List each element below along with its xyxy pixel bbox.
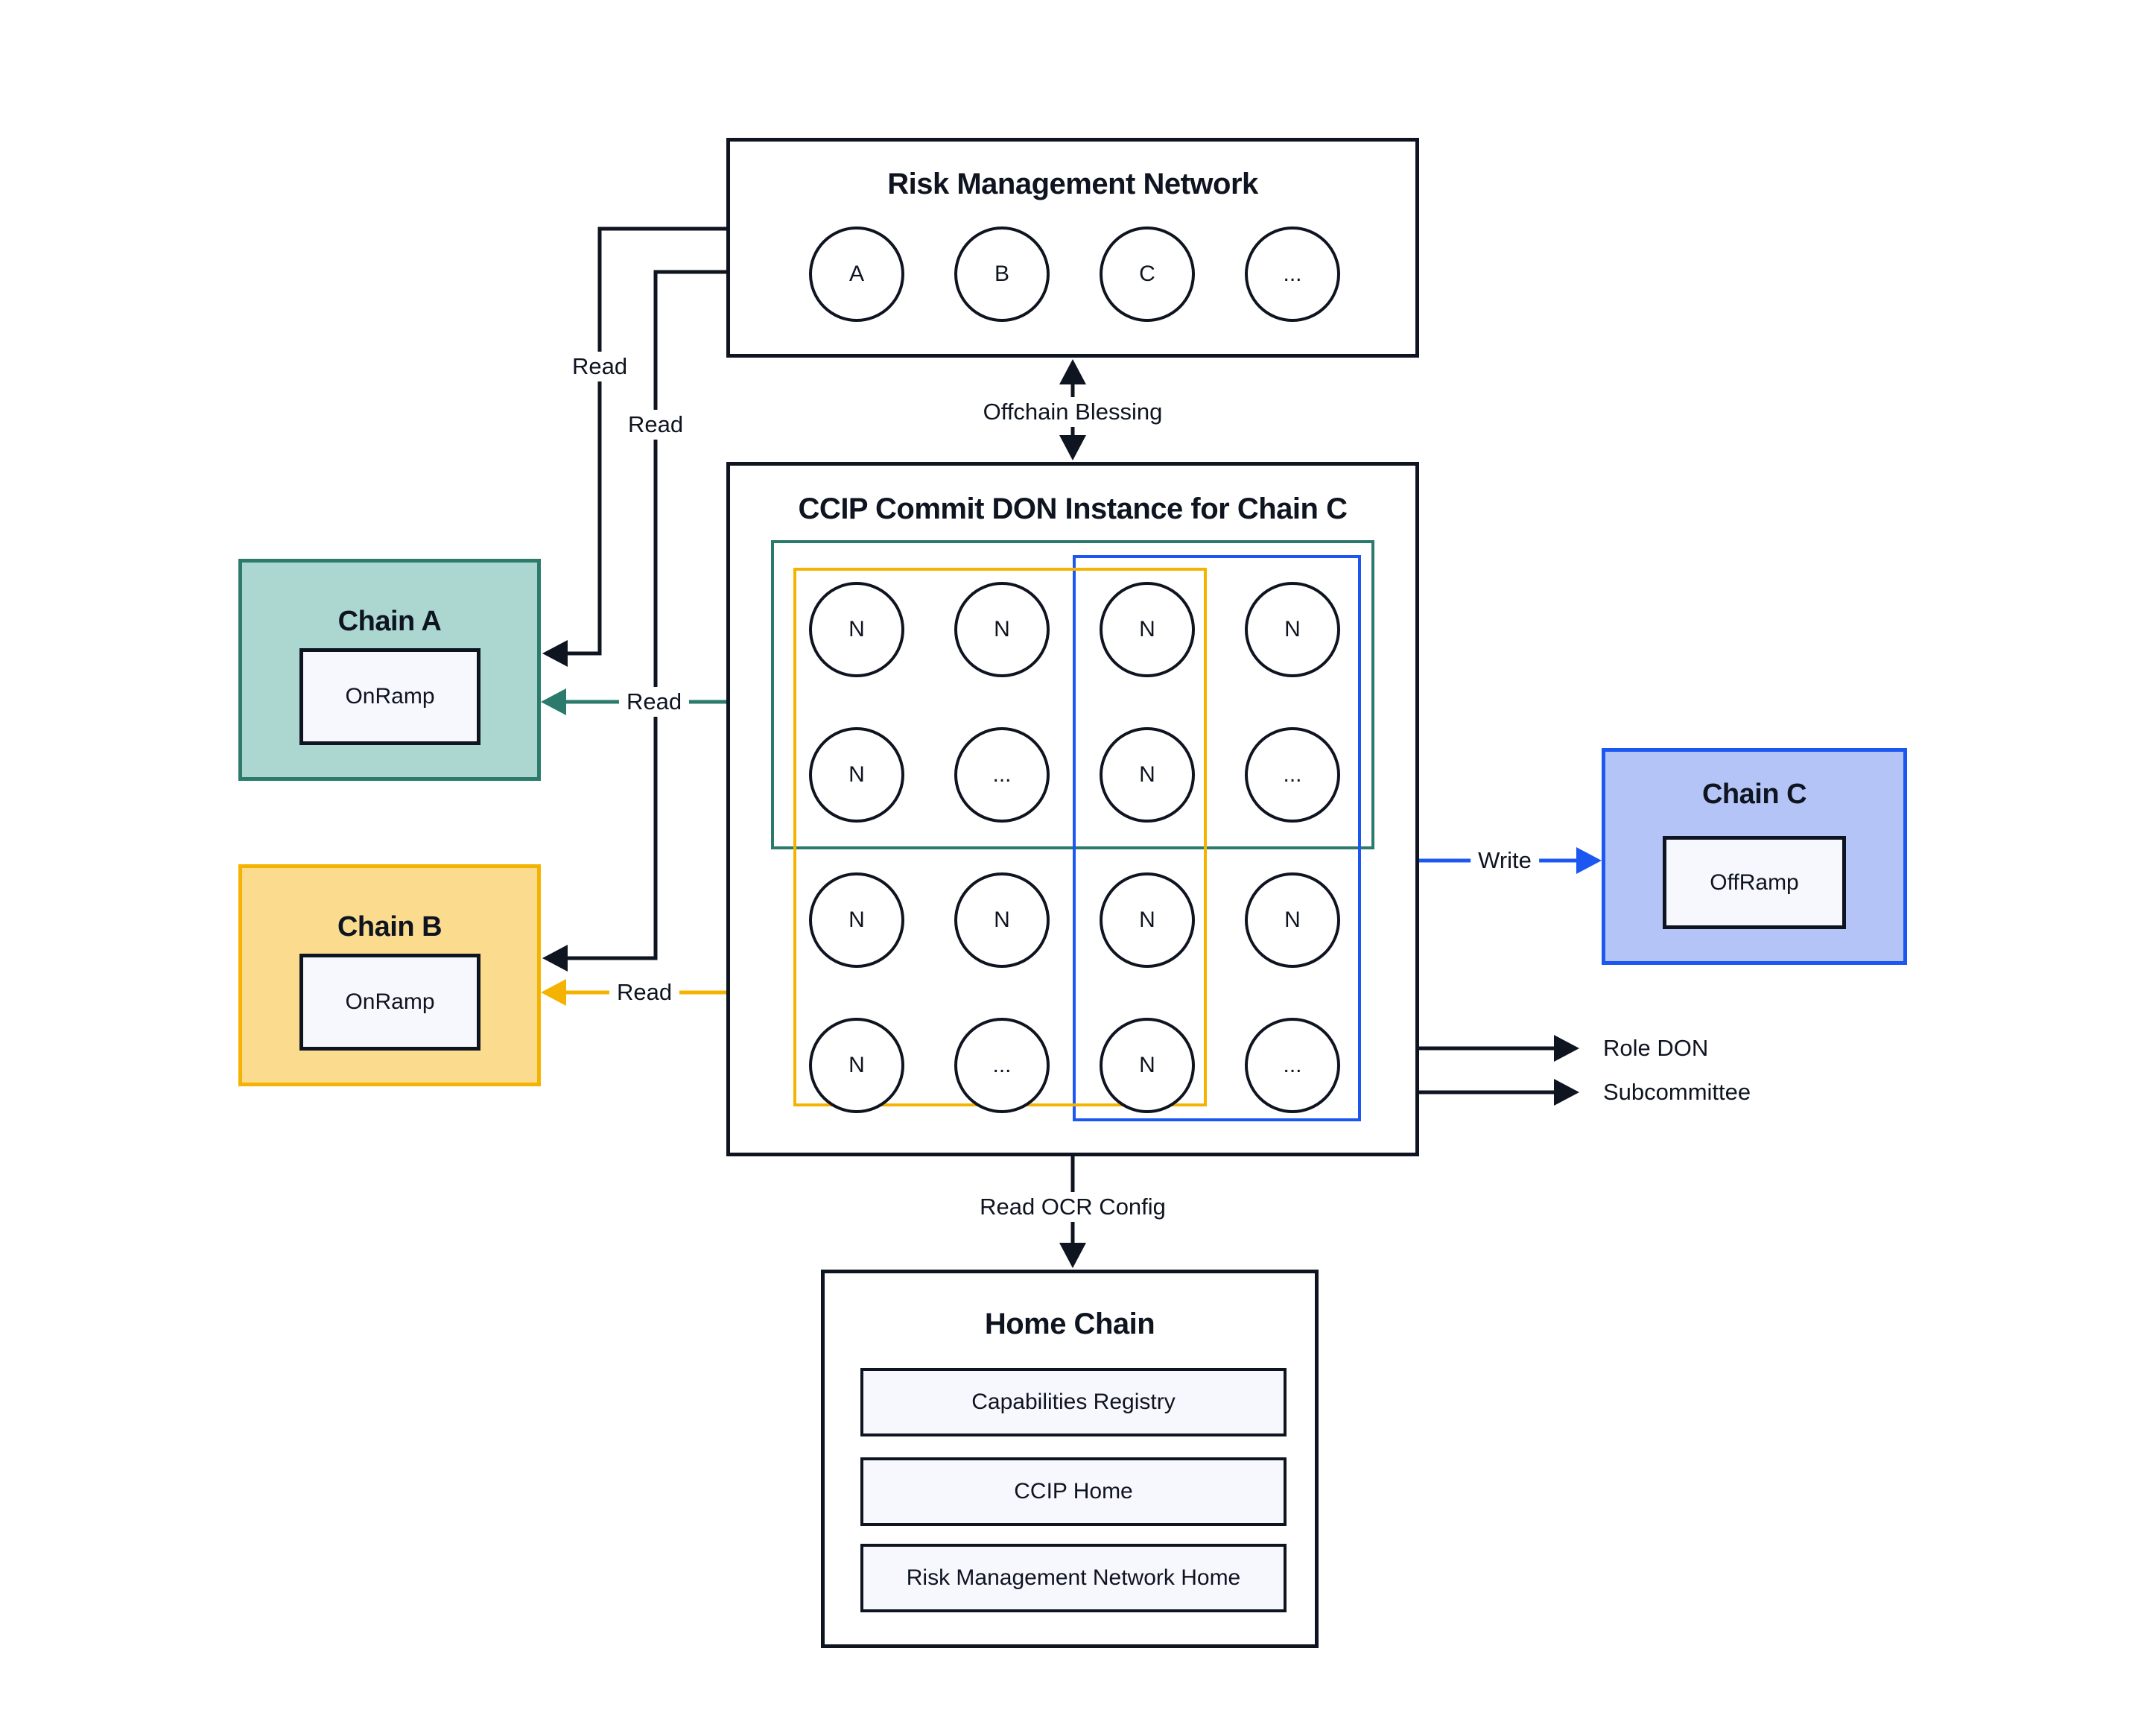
read-label-rmn-chain-a: Read xyxy=(564,352,635,381)
chain-a-title: Chain A xyxy=(337,606,442,637)
read-ocr-config-label: Read OCR Config xyxy=(972,1192,1173,1222)
don-node: N xyxy=(954,582,1050,677)
offchain-blessing-label: Offchain Blessing xyxy=(975,397,1170,427)
arrowhead-don-to-chain-c xyxy=(1576,847,1602,874)
chain-c-box: Chain C OffRamp xyxy=(1602,748,1907,965)
overlay-rect-blue xyxy=(1073,555,1361,1121)
arrowhead-don-to-chain-b xyxy=(541,979,566,1006)
read-label-don-chain-a: Read xyxy=(618,687,690,717)
chain-b-onramp-label: OnRamp xyxy=(345,989,435,1014)
rmn-node-b: B xyxy=(954,226,1050,322)
arrowhead-subcommittee xyxy=(1554,1079,1579,1106)
capabilities-registry-label: Capabilities Registry xyxy=(971,1390,1176,1414)
chain-a-onramp-label: OnRamp xyxy=(345,684,435,709)
arrowhead-don-to-chain-a xyxy=(541,688,566,715)
home-item-rmn-home: Risk Management Network Home xyxy=(860,1544,1287,1612)
chain-c-offramp-label: OffRamp xyxy=(1710,869,1799,895)
rmn-node-c: C xyxy=(1100,226,1195,322)
chain-a-onramp-box: OnRamp xyxy=(299,648,480,745)
chain-a-box: Chain A OnRamp xyxy=(238,559,541,781)
rmn-node-a: A xyxy=(809,226,904,322)
home-item-ccip-home: CCIP Home xyxy=(860,1457,1287,1526)
don-node: N xyxy=(1100,1018,1195,1113)
arrowhead-role-don xyxy=(1554,1035,1579,1062)
don-node: N xyxy=(1245,872,1340,968)
don-node: ... xyxy=(1245,727,1340,823)
don-node: N xyxy=(1100,872,1195,968)
don-node: N xyxy=(954,872,1050,968)
read-label-don-chain-b: Read xyxy=(609,978,680,1007)
risk-management-network-title: Risk Management Network xyxy=(887,168,1258,200)
chain-b-onramp-box: OnRamp xyxy=(299,954,480,1051)
arrowhead-offchain-down xyxy=(1059,435,1086,460)
read-label-rmn-chain-b: Read xyxy=(620,410,691,440)
subcommittee-label: Subcommittee xyxy=(1603,1079,1751,1105)
edge-rmn-to-chain-a xyxy=(568,226,726,656)
home-chain-box: Home Chain Capabilities Registry CCIP Ho… xyxy=(821,1270,1319,1648)
don-node: ... xyxy=(954,1018,1050,1113)
don-node: ... xyxy=(954,727,1050,823)
don-node: N xyxy=(809,727,904,823)
write-label: Write xyxy=(1471,846,1539,875)
don-node: N xyxy=(1245,582,1340,677)
arrowhead-rmn-to-chain-a xyxy=(542,640,568,667)
rmn-home-label: Risk Management Network Home xyxy=(906,1565,1241,1590)
ccip-home-label: CCIP Home xyxy=(1014,1479,1133,1504)
chain-b-box: Chain B OnRamp xyxy=(238,864,541,1086)
arrowhead-read-ocr-config xyxy=(1059,1243,1086,1268)
chain-c-title: Chain C xyxy=(1701,779,1807,810)
role-don-label: Role DON xyxy=(1603,1035,1709,1061)
arrowhead-rmn-to-chain-b xyxy=(542,945,568,972)
don-node: N xyxy=(809,1018,904,1113)
chain-b-title: Chain B xyxy=(337,911,442,943)
don-node: ... xyxy=(1245,1018,1340,1113)
don-node: N xyxy=(1100,727,1195,823)
edge-rmn-to-chain-b xyxy=(568,270,726,960)
arrowhead-offchain-up xyxy=(1059,359,1086,384)
rmn-node-more: ... xyxy=(1245,226,1340,322)
home-chain-title: Home Chain xyxy=(984,1308,1155,1340)
ccip-commit-don-title: CCIP Commit DON Instance for Chain C xyxy=(798,492,1348,525)
home-item-capabilities-registry: Capabilities Registry xyxy=(860,1368,1287,1436)
don-node: N xyxy=(809,582,904,677)
chain-c-offramp-box: OffRamp xyxy=(1663,836,1846,929)
don-node: N xyxy=(809,872,904,968)
don-node: N xyxy=(1100,582,1195,677)
